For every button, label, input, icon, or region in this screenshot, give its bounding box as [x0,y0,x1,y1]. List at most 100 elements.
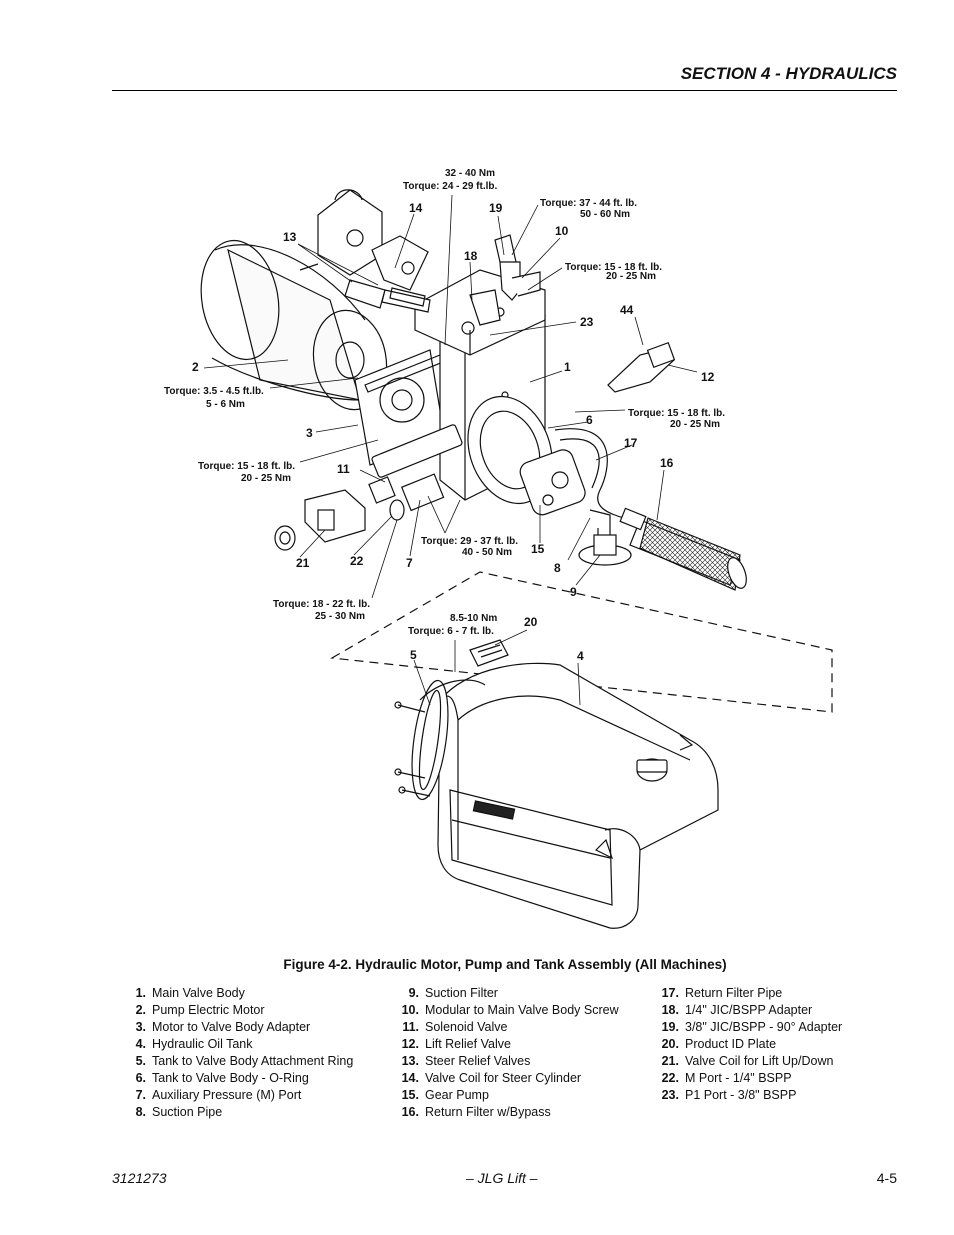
legend-item: 16. Return Filter w/Bypass [395,1104,619,1121]
callout-19: 19 [489,201,503,215]
return-filter-drawing [554,428,747,591]
legend-label: Valve Coil for Steer Cylinder [425,1071,582,1085]
legend-number: 15. [401,1088,419,1102]
legend-number: 21. [661,1054,679,1068]
legend-item: 22.M Port - 1/4" BSPP [655,1070,842,1087]
torque-note-3-ftlb: Torque: 15 - 18 ft. lb. [565,262,662,273]
attachment-ring-drawing [394,679,486,801]
legend-item: 5.Tank to Valve Body Attachment Ring [122,1053,354,1070]
torque-note-8-ftlb: Torque: 18 - 22 ft. lb. [273,599,370,610]
header-divider [112,90,897,91]
legend-label: Motor to Valve Body Adapter [152,1020,311,1034]
legend-number: 19. [661,1020,679,1034]
legend-label: Suction Pipe [152,1105,223,1119]
legend-number: 2. [135,1003,146,1017]
legend-number: 20. [661,1037,679,1051]
legend-item: 20.Product ID Plate [655,1036,842,1053]
legend-number: 11. [402,1020,419,1034]
parts-legend-column-1: 1.Main Valve Body 2.Pump Electric Motor … [122,985,354,1121]
solenoid-valve-drawing [368,424,463,512]
gear-pump-drawing [467,395,586,516]
torque-note-1-nm: 32 - 40 Nm [445,168,495,179]
legend-number: 18. [661,1003,679,1017]
legend-number: 10. [401,1003,419,1017]
legend-number: 14. [401,1071,419,1085]
callout-5: 5 [410,648,417,662]
torque-note-4-nm: 5 - 6 Nm [206,399,245,410]
legend-label: Solenoid Valve [425,1020,508,1034]
publisher-name: – JLG Lift – [466,1170,538,1186]
legend-number: 22. [661,1071,679,1085]
legend-item: 12. Lift Relief Valve [395,1036,619,1053]
torque-note-1-ftlb: Torque: 24 - 29 ft.lb. [403,181,497,192]
legend-label: Modular to Main Valve Body Screw [425,1003,619,1017]
legend-label: Hydraulic Oil Tank [152,1037,253,1051]
legend-label: Return Filter w/Bypass [425,1105,551,1119]
legend-number: 9. [408,986,419,1000]
torque-note-6-ftlb: Torque: 15 - 18 ft. lb. [198,461,295,472]
legend-label: Tank to Valve Body - O-Ring [152,1071,309,1085]
torque-note-6-nm: 20 - 25 Nm [241,473,291,484]
torque-note-7-nm: 40 - 50 Nm [462,547,512,558]
legend-item: 10. Modular to Main Valve Body Screw [395,1002,619,1019]
torque-note-2-ftlb: Torque: 37 - 44 ft. lb. [540,198,637,209]
torque-note-3-nm: 20 - 25 Nm [606,271,656,282]
hydraulic-oil-tank-drawing [437,662,719,929]
callout-4: 4 [577,649,584,663]
legend-number: 6. [135,1071,146,1085]
callout-12: 12 [701,370,715,384]
legend-item: 2.Pump Electric Motor [122,1002,353,1019]
callout-14: 14 [409,201,423,215]
legend-item: 17.Return Filter Pipe [655,985,842,1002]
section-title: SECTION 4 - HYDRAULICS [680,64,897,83]
callout-10: 10 [555,224,569,238]
legend-number: 12. [401,1037,419,1051]
legend-label: Main Valve Body [152,986,245,1000]
torque-note-9-nm: 8.5-10 Nm [450,613,497,624]
legend-item: 8. Suction Pipe [122,1104,353,1121]
legend-number: 4. [135,1037,146,1051]
torque-note-9-ftlb: Torque: 6 - 7 ft. lb. [408,626,494,637]
legend-label: Lift Relief Valve [425,1037,511,1051]
lift-relief-valve-drawing [607,342,676,393]
legend-item: 18.1/4" JIC/BSPP Adapter [655,1002,842,1019]
m-port-drawing [389,499,405,521]
callout-1: 1 [564,360,571,374]
callout-7: 7 [406,556,413,570]
leader-lines [203,194,698,706]
legend-label: Steer Relief Valves [425,1054,531,1068]
callout-15: 15 [531,542,545,556]
hydraulic-assembly-diagram: 1 2 3 4 5 6 7 8 9 10 11 12 13 14 15 16 1… [164,168,833,929]
legend-label: Suction Filter [425,986,498,1000]
torque-note-8-nm: 25 - 30 Nm [315,611,365,622]
steer-valve-coil-drawing [317,189,429,291]
suction-filter-drawing [578,509,632,566]
torque-note-5-ftlb: Torque: 15 - 18 ft. lb. [628,408,725,419]
callout-3: 3 [306,426,313,440]
callout-8: 8 [554,561,561,575]
callout-16: 16 [660,456,674,470]
callout-20: 20 [524,615,538,629]
legend-item: 13.Steer Relief Valves [395,1053,619,1070]
torque-annotations: 32 - 40 Nm Torque: 24 - 29 ft.lb. Torque… [164,168,725,637]
legend-item: 9. Suction Filter [395,985,619,1002]
legend-label: Auxiliary Pressure (M) Port [152,1088,302,1102]
parts-legend-column-2: 9. Suction Filter 10. Modular to Main Valv… [395,985,619,1121]
legend-number: 1. [135,986,146,1000]
legend-item: 14. Valve Coil for Steer Cylinder [395,1070,619,1087]
legend-item: 21.Valve Coil for Lift Up/Down [655,1053,842,1070]
legend-item: 1. Main Valve Body [122,985,353,1002]
legend-item: 4. Hydraulic Oil Tank [122,1036,353,1053]
torque-note-4-ftlb: Torque: 3.5 - 4.5 ft.lb. [164,386,264,397]
torque-note-7-ftlb: Torque: 29 - 37 ft. lb. [421,536,518,547]
torque-note-5-nm: 20 - 25 Nm [670,419,720,430]
legend-label: Return Filter Pipe [685,986,783,1000]
legend-number: 16. [401,1105,419,1119]
page-number: 4-5 [876,1170,897,1186]
torque-note-2-nm: 50 - 60 Nm [580,209,630,220]
legend-item: 15.Gear Pump [395,1087,619,1104]
callout-13: 13 [283,230,297,244]
dashed-assembly-outline [330,571,833,713]
legend-number: 8. [135,1105,146,1119]
legend-label: 3/8" JIC/BSPP - 90° Adapter [685,1020,843,1034]
